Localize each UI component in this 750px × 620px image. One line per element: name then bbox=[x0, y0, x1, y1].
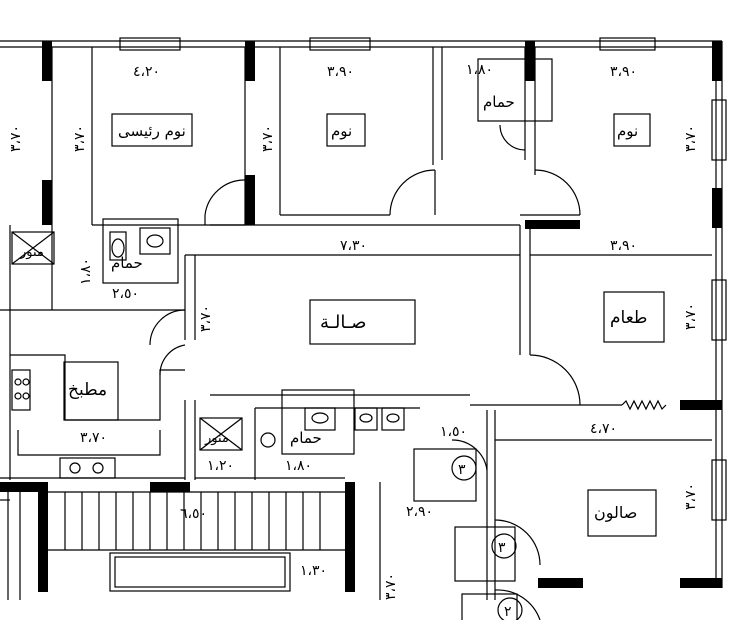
label-bedroom-2: نوم bbox=[617, 122, 638, 140]
dim-390-b: ٣،٩٠ bbox=[610, 64, 637, 80]
windows bbox=[119, 37, 727, 521]
kitchen-counter bbox=[10, 354, 185, 479]
label-light-well-2: منور bbox=[204, 431, 229, 446]
dim-370-b: ٣،٧٠ bbox=[72, 125, 88, 152]
dimension-labels: ٤،٢٠ ٣،٩٠ ١،٨٠ ٣،٩٠ ٣،٧٠ ٣،٧٠ ٣،٧٠ ٣،٧٠ … bbox=[8, 62, 699, 600]
label-bath-top: حمام bbox=[483, 93, 515, 111]
label-hall: صـالـة bbox=[320, 312, 366, 333]
label-dining: طعام bbox=[610, 308, 647, 328]
dim-120: ١،٢٠ bbox=[207, 458, 234, 474]
dim-370-f: ٣،٧٠ bbox=[198, 305, 214, 332]
dim-130: ١،٣٠ bbox=[300, 563, 327, 579]
dim-370-e: ٣،٧٠ bbox=[683, 303, 699, 330]
markers: ٣ ٣ ٢ bbox=[451, 455, 523, 620]
dim-290: ٢،٩٠ bbox=[406, 504, 433, 520]
light-well-boxes bbox=[11, 231, 243, 451]
dim-370-d: ٣،٧٠ bbox=[683, 125, 699, 152]
dim-180-a: ١،٨٠ bbox=[466, 62, 493, 78]
sanitary-fixtures bbox=[109, 227, 405, 448]
room-labels: نوم رئيسى نوم نوم حمام حمام حمام صـالـة … bbox=[19, 93, 647, 523]
dim-370-c: ٣،٧٠ bbox=[260, 125, 276, 152]
marker-3-a: ٣ bbox=[458, 462, 466, 478]
dim-390-a: ٣،٩٠ bbox=[327, 64, 354, 80]
label-master-bedroom: نوم رئيسى bbox=[118, 122, 186, 140]
dim-390-c: ٣،٩٠ bbox=[610, 238, 637, 254]
label-bath-center: حمام bbox=[290, 429, 322, 447]
sliding-door-symbol bbox=[621, 399, 667, 411]
label-salon: صالون bbox=[594, 503, 637, 523]
interior-walls bbox=[0, 47, 712, 600]
label-bedroom-1: نوم bbox=[331, 122, 352, 140]
dim-370-a: ٣،٧٠ bbox=[8, 125, 24, 152]
marker-2: ٢ bbox=[504, 604, 512, 620]
dim-370-h: ٣،٧٠ bbox=[383, 573, 399, 600]
dim-180-b: ١،٨٠ bbox=[78, 258, 94, 285]
dim-370-g: ٣،٧٠ bbox=[80, 430, 107, 446]
dim-470: ٤،٧٠ bbox=[590, 421, 617, 437]
dim-250: ٢،٥٠ bbox=[112, 286, 139, 302]
label-boxes bbox=[63, 58, 665, 620]
dim-730: ٧،٣٠ bbox=[340, 238, 367, 254]
dim-370-i: ٣،٧٠ bbox=[683, 483, 699, 510]
dim-650: ٦،٥٠ bbox=[180, 506, 207, 522]
marker-3-b: ٣ bbox=[498, 540, 506, 556]
dim-150: ١،٥٠ bbox=[440, 424, 467, 440]
label-bath-left: حمام bbox=[111, 254, 143, 272]
dim-420: ٤،٢٠ bbox=[133, 64, 160, 80]
staircase bbox=[64, 492, 321, 592]
columns bbox=[0, 41, 722, 592]
label-light-well-1: منور bbox=[19, 245, 44, 260]
dim-180-c: ١،٨٠ bbox=[285, 458, 312, 474]
label-kitchen: مطبخ bbox=[68, 380, 107, 400]
